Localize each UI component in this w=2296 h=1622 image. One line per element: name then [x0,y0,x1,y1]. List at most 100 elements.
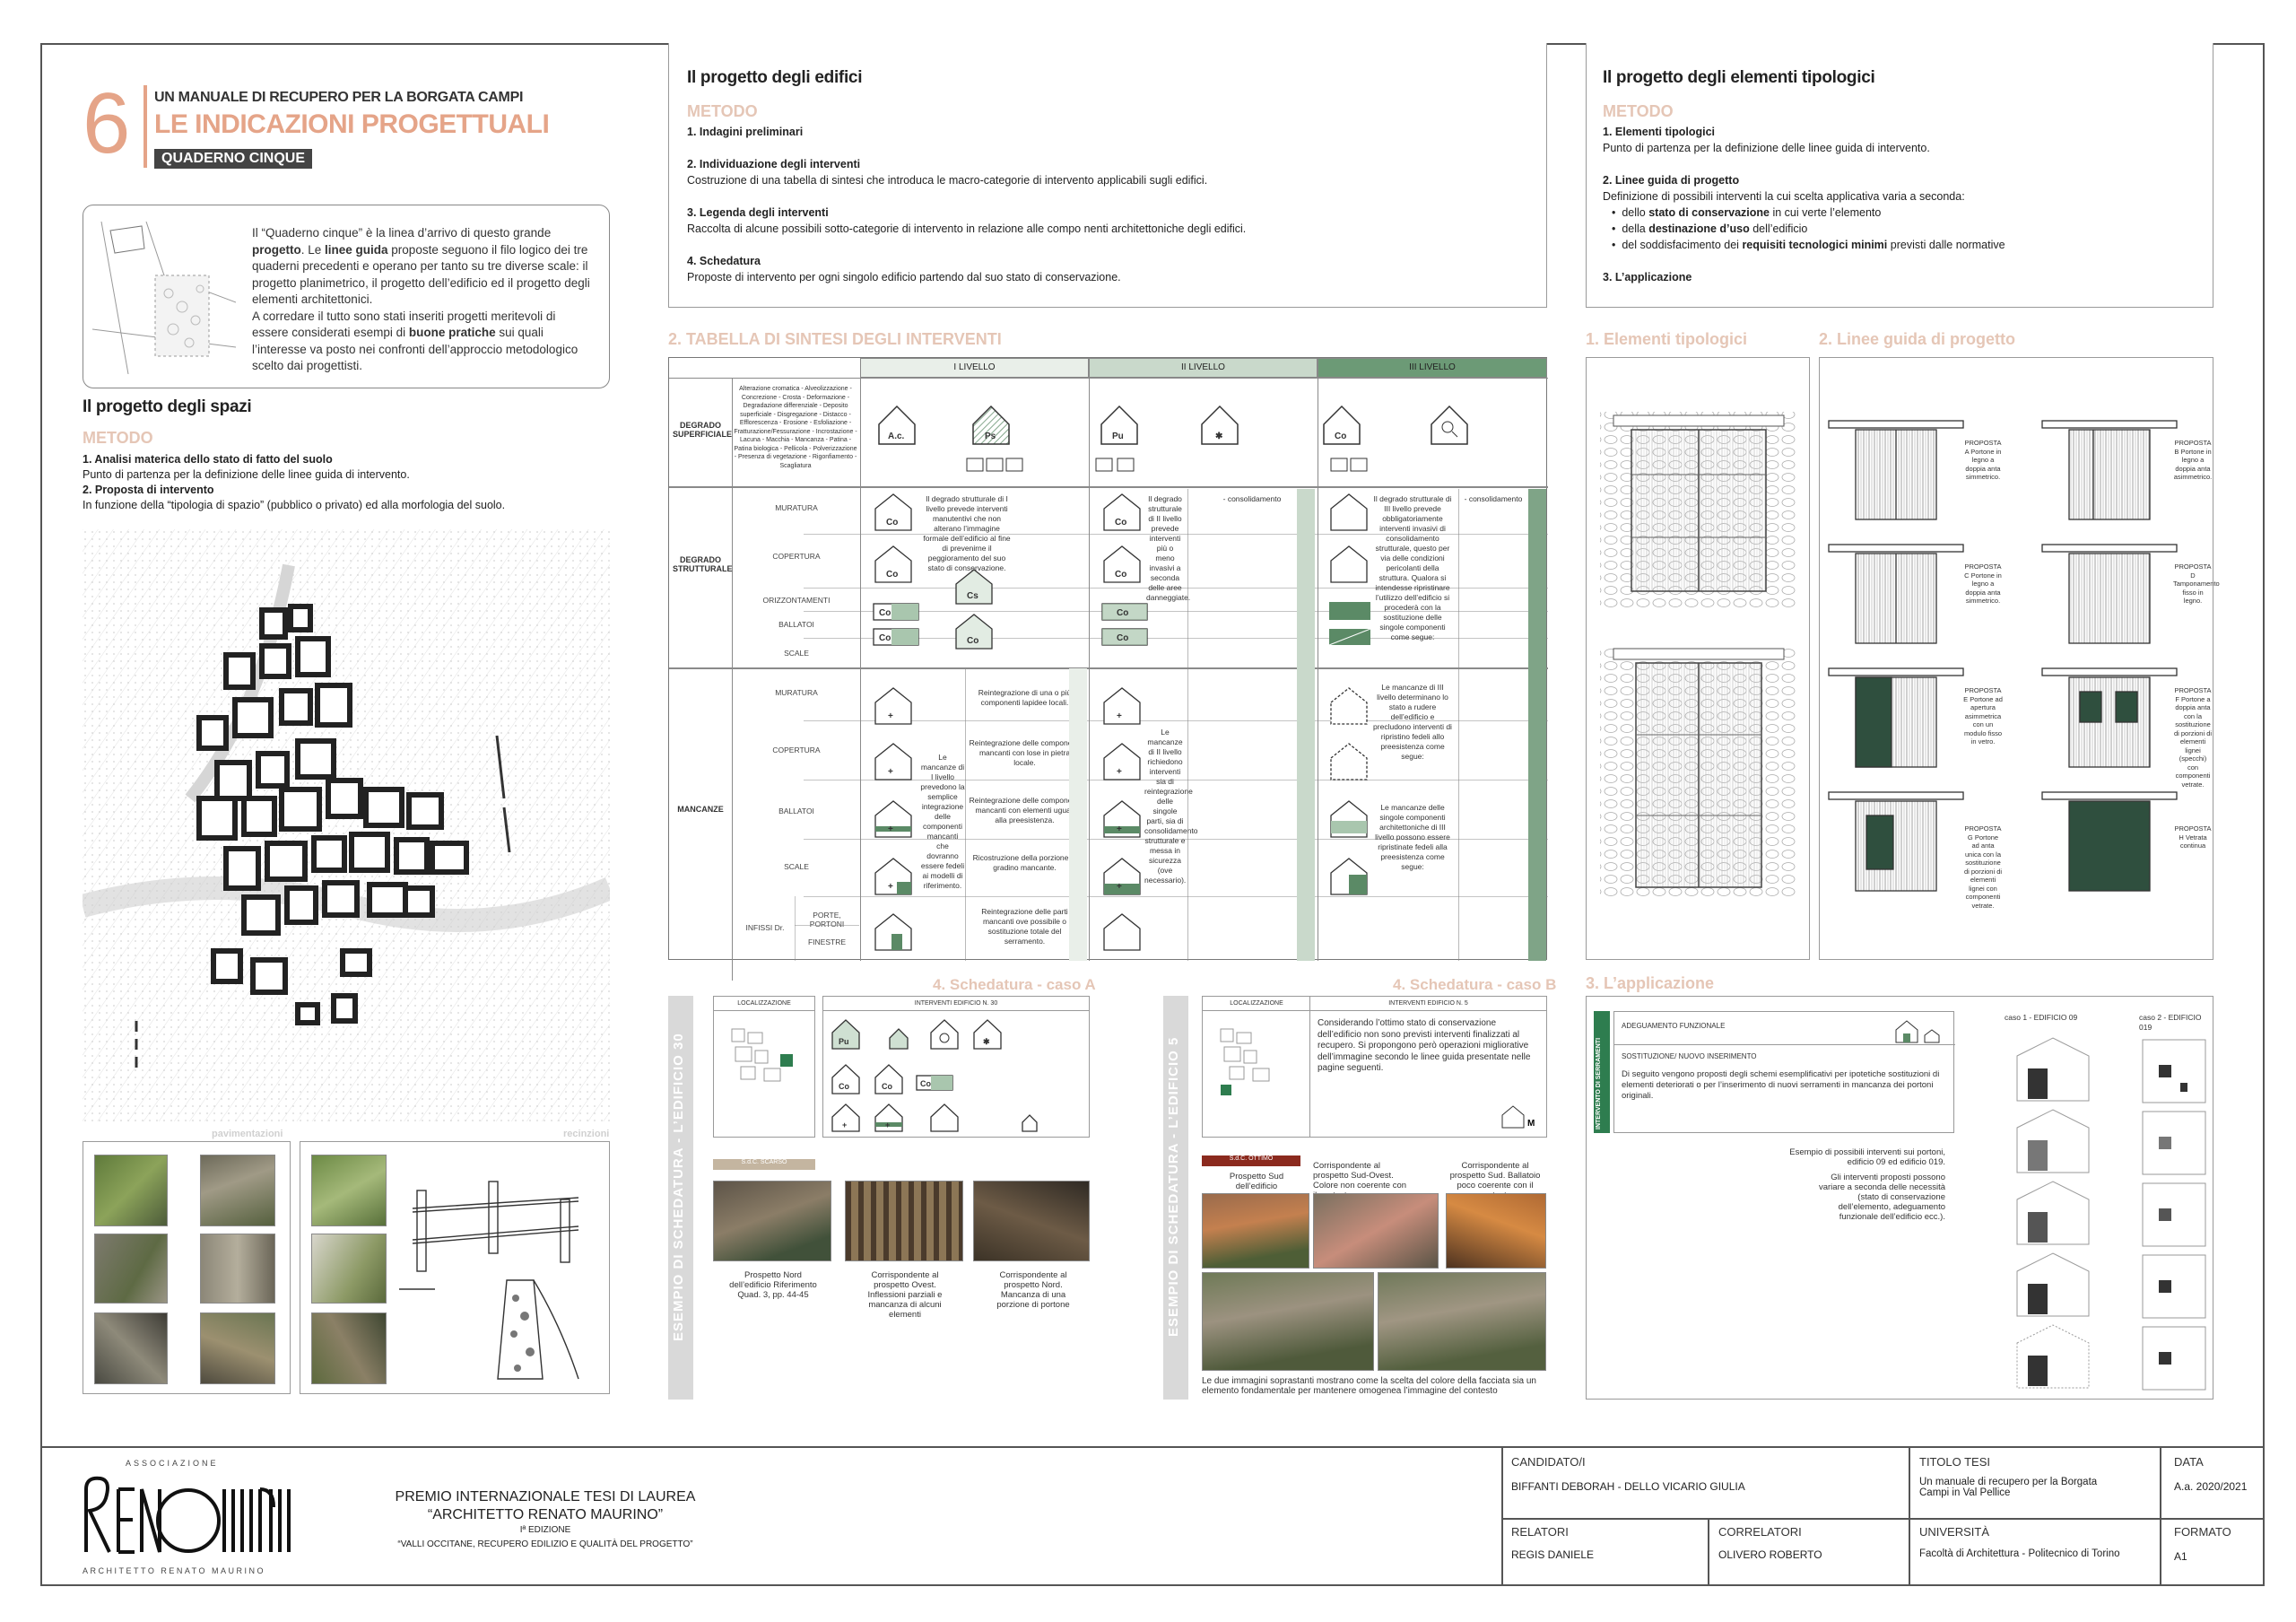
sub-copertura: COPERTURA [772,552,821,561]
icon-m: M [1527,1119,1535,1129]
caso-a-sdc: S.d.C. SCARSO [713,1159,815,1170]
application-box: ADEGUAMENTO FUNZIONALE SOSTITUZIONE/ NUO… [1613,1011,1955,1133]
svg-text:Co: Co [1335,432,1346,441]
proposal-c: PROPOSTA C Portone in legno a doppia ant… [1964,562,2002,605]
row-degrado-strutturale: DEGRADO STRUTTURALE [673,555,733,573]
reint-5: Reintegrazione delle parti mancanti ove … [981,907,1068,946]
caso-2-label: caso 2 - EDIFICIO 019 [2139,1013,2202,1032]
buildings-title: Il progetto degli edifici [687,68,863,87]
reint-2: Reintegrazione delle componenti mancanti… [969,738,1081,767]
synthesis-table: I LIVELLO II LIVELLO III LIVELLO DEGRADO… [668,357,1548,981]
svg-text:+: + [842,1121,847,1129]
svg-text:Pu: Pu [1112,432,1124,441]
elements-method-panel: Il progetto degli elementi tipologici ME… [1586,43,2213,308]
photo-cobble-4 [200,1312,275,1384]
svg-text:Co: Co [920,1079,931,1088]
proposal-f: PROPOSTA F Portone a doppia anta con la … [2173,686,2213,789]
proposal-g: PROPOSTA G Portone ad anta unica con la … [1963,824,2003,910]
svg-text:Co: Co [839,1082,849,1091]
svg-text:+: + [1117,711,1122,721]
caso-b-note: Le due immagini soprastanti mostrano com… [1202,1376,1536,1396]
app-heading-1: ADEGUAMENTO FUNZIONALE [1622,1022,1726,1030]
svg-text:+: + [1117,767,1122,777]
series-title: UN MANUALE DI RECUPERO PER LA BORGATA CA… [154,90,524,105]
photo-grass-path [94,1155,168,1226]
app-example-text: Gli interventi proposti possono variare … [1818,1173,1945,1222]
proposal-h: PROPOSTA H Vetrata continua [2174,824,2212,850]
caso-a-photo-1 [713,1181,831,1261]
svg-text:✱: ✱ [983,1037,990,1046]
prize-edition: Iª EDIZIONE [519,1525,571,1535]
caso-b-sidebar [1163,996,1188,1400]
relatori-label: RELATORI [1511,1525,1569,1539]
svg-text:Co: Co [1115,570,1126,580]
app-text: Di seguito vengono proposti degli schemi… [1622,1069,1940,1101]
proposal-d: PROPOSTA D Tamponamento fisso in legno. [2173,562,2220,605]
logo-association: ASSOCIAZIONE [126,1459,219,1468]
elements-sec1-title: 1. Elementi tipologici [1586,330,1748,348]
spaces-step1: 1. Analisi materica dello stato di fatto… [83,453,506,511]
svg-text:Co: Co [1117,633,1128,643]
titolo-value: Un manuale di recupero per la Borgata Ca… [1919,1477,2098,1498]
elements-sec2-title: 2. Linee guida di progetto [1819,330,2016,348]
caso-a-location: LOCALIZZAZIONE [713,996,815,1138]
level3-structural-text: Il degrado strutturale di III livello pr… [1373,494,1452,641]
buildings-method-panel: Il progetto degli edifici METODO 1. Inda… [668,43,1547,308]
caso-a-side-label: ESEMPIO DI SCHEDATURA - L’EDIFICIO 30 [671,1033,686,1341]
caso-a-photo-2 [845,1181,963,1261]
level-2-label: II LIVELLO [1181,362,1225,372]
photo-fence-1 [311,1155,387,1226]
sub-ballatoi: BALLATOI [778,620,814,629]
label-pavimentazioni: pavimentazioni [212,1129,283,1139]
sub-muratura: MURATURA [775,503,818,512]
sub-orizzontamenti: ORIZZONTAMENTI [762,596,831,605]
reint-3: Reintegrazione delle componenti mancanti… [969,796,1081,824]
application-side-label: INTERVENTO DI SERRAMENTI [1596,1037,1602,1129]
caso-1-label: caso 1 - EDIFICIO 09 [2005,1013,2078,1022]
guidelines-panel: PROPOSTA A Portone in legno a doppia ant… [1819,357,2220,960]
level-3-label: III LIVELLO [1409,362,1456,372]
level3-mancanze-text-2: Le mancanze delle singole componenti arc… [1375,803,1450,871]
sub-porte: PORTE, PORTONI [809,911,845,929]
app-example-title: Esempio di possibili interventi sui port… [1789,1147,1945,1167]
app-heading-2: SOSTITUZIONE/ NUOVO INSERIMENTO [1622,1052,1757,1060]
titolo-label: TITOLO TESI [1919,1455,1990,1469]
spaces-metodo: METODO [83,429,153,447]
proposal-e: PROPOSTA E Portone ad apertura asimmetri… [1963,686,2003,746]
level-2-header [1089,358,1318,378]
photo-cobble-1 [94,1234,168,1304]
buildings-metodo: METODO [687,102,758,120]
sub-scale-2: SCALE [784,862,809,871]
svg-text:✱: ✱ [1215,432,1223,441]
svg-text:+: + [888,711,893,721]
sub-ballatoi-2: BALLATOI [778,807,814,815]
application-side-bar [1594,1011,1610,1133]
candidati-label: CANDIDATO/I [1511,1455,1586,1469]
sub-scale: SCALE [784,649,809,658]
svg-text:+: + [885,1121,890,1129]
photo-fence-2 [311,1234,387,1304]
caso-a-caption-1: Prospetto Nord dell’edificio Riferimento… [729,1270,817,1300]
universita-label: UNIVERSITÀ [1919,1525,1990,1539]
photo-cobble-3 [94,1312,168,1384]
caso-b-photo-2 [1313,1193,1439,1269]
svg-text:Cs: Cs [967,591,978,601]
correlatori-value: OLIVERO ROBERTO [1718,1548,1822,1561]
caso-b-photo-5 [1378,1272,1546,1371]
svg-text:Co: Co [879,633,891,643]
table-title: 2. TABELLA DI SINTESI DEGLI INTERVENTI [668,330,1002,348]
page-title: LE INDICAZIONI PROGETTUALI [154,109,550,139]
footer-line [40,1446,2265,1448]
elements-sec3-title: 3. L’applicazione [1586,974,1715,992]
relatori-value: REGIS DANIELE [1511,1548,1595,1561]
spaces-title: Il progetto degli spazi [83,397,252,416]
caso-a-caption-3: Corrispondente al prospetto Nord. Mancan… [996,1270,1070,1310]
svg-text:Co: Co [886,518,898,528]
sub-infissi: INFISSI Dr. [745,923,785,932]
photo-stone-path [200,1155,275,1226]
correlatori-label: CORRELATORI [1718,1525,1802,1539]
row-degrado-superficiale: DEGRADO SUPERFICIALE [673,421,733,439]
logo-subtitle: ARCHITETTO RENATO MAURINO [83,1566,266,1575]
